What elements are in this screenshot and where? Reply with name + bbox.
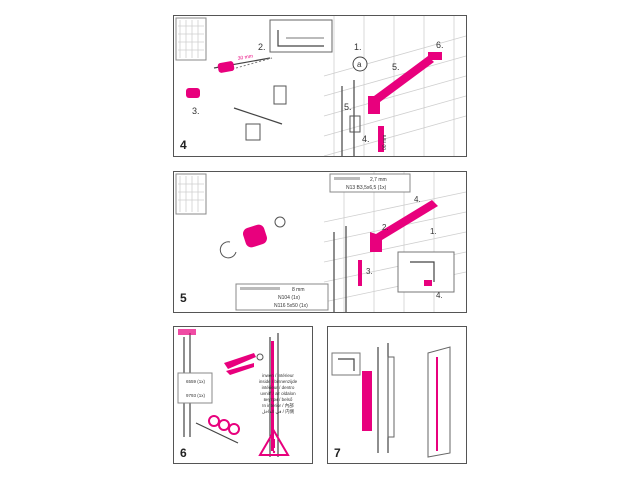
pink-sleeve (186, 88, 200, 98)
dowel: N104 (1x) (278, 295, 300, 301)
stabilizer-rod-left (213, 57, 287, 141)
warning-line-4: внутри / belső (264, 397, 293, 402)
step-4-number: 4 (180, 138, 187, 152)
spec-box-bottom: 8 mm N104 (1x) N116 5x50 (1x) (235, 283, 329, 311)
glass-panel (427, 346, 451, 458)
callout-6: 6. (436, 40, 444, 50)
step-7-number: 7 (334, 446, 341, 460)
step-5-number: 5 (180, 291, 187, 305)
warning-line-5: In interior / 內部 (262, 402, 294, 409)
detail-inset (331, 352, 361, 376)
part-6559: 6559 (1x) (186, 379, 206, 384)
door-profile (362, 343, 395, 453)
pink-clips (195, 415, 240, 444)
warning-line-3: uvnitř / az oldalon (260, 391, 296, 396)
spec-box-top: 2,7 mm N13 B3,5x6,5 (1x) (329, 173, 411, 193)
step-6-number: 6 (180, 446, 187, 460)
callout-3: 3. (366, 267, 373, 276)
step-4-panel: 4 1. 2. 3. 4. 5. 5. 6. a 30 mm 00 mm (173, 15, 467, 157)
warning-note: inwen / intérieur inside / binnenzijde i… (259, 373, 298, 415)
pink-cylinder (219, 216, 286, 259)
callout-1: 1. (354, 42, 362, 52)
parts-box: 6559 (1x) 9793 (1x) (177, 372, 213, 404)
callout-4: 4. (362, 134, 370, 144)
screw-bottom: N116 5x50 (1x) (274, 303, 308, 309)
callout-4b: 4. (436, 291, 443, 300)
step-7-panel: 7 (327, 326, 467, 464)
step-7-illustration: 7 (331, 343, 451, 460)
a-circle: a (352, 56, 368, 72)
dim-vertical: 00 mm (382, 135, 388, 150)
warning-line-1: inside / binnenzijde (259, 379, 298, 384)
pink-rod-bracket (333, 200, 455, 312)
screw-top: N13 B3,5x6,5 (1x) (346, 185, 387, 191)
drill-size-top: 2,7 mm (370, 177, 387, 183)
callout-5a: 5. (392, 62, 400, 72)
callout-2: 2. (382, 223, 389, 232)
shower-corner-thumbnail (175, 17, 207, 61)
step-5-illustration: 2,7 mm N13 B3,5x6,5 (1x) 8 mm N104 (1x) … (175, 172, 466, 312)
pliers-tool (224, 353, 264, 375)
warning-line-2: intérieur / dentro (262, 385, 295, 390)
callout-3: 3. (192, 106, 200, 116)
step-6-panel: 6559 (1x) 9793 (1x) inwen / intérieur in… (173, 326, 313, 464)
step-6-illustration: 6559 (1x) 9793 (1x) inwen / intérieur in… (177, 329, 298, 460)
step-4-illustration: 4 1. 2. 3. 4. 5. 5. 6. a 30 mm 00 mm (175, 16, 466, 156)
warning-line-6: في الداخل / 内側 (262, 408, 295, 415)
callout-2: 2. (258, 42, 266, 52)
warning-head: inwen / intérieur (262, 373, 294, 378)
svg-text:a: a (357, 60, 362, 69)
callout-5b: 5. (344, 102, 352, 112)
callout-4a: 4. (414, 195, 421, 204)
dim-30mm: 30 mm (237, 53, 253, 62)
detail-inset (269, 19, 333, 53)
part-9793: 9793 (1x) (186, 393, 206, 398)
pink-bracket-right (341, 52, 442, 156)
shower-corner-thumbnail (175, 173, 207, 215)
callout-1: 1. (430, 227, 437, 236)
warning-triangle-icon (258, 429, 290, 456)
drill-size-bottom: 8 mm (292, 287, 305, 293)
step-5-panel: 2,7 mm N13 B3,5x6,5 (1x) 8 mm N104 (1x) … (173, 171, 467, 313)
